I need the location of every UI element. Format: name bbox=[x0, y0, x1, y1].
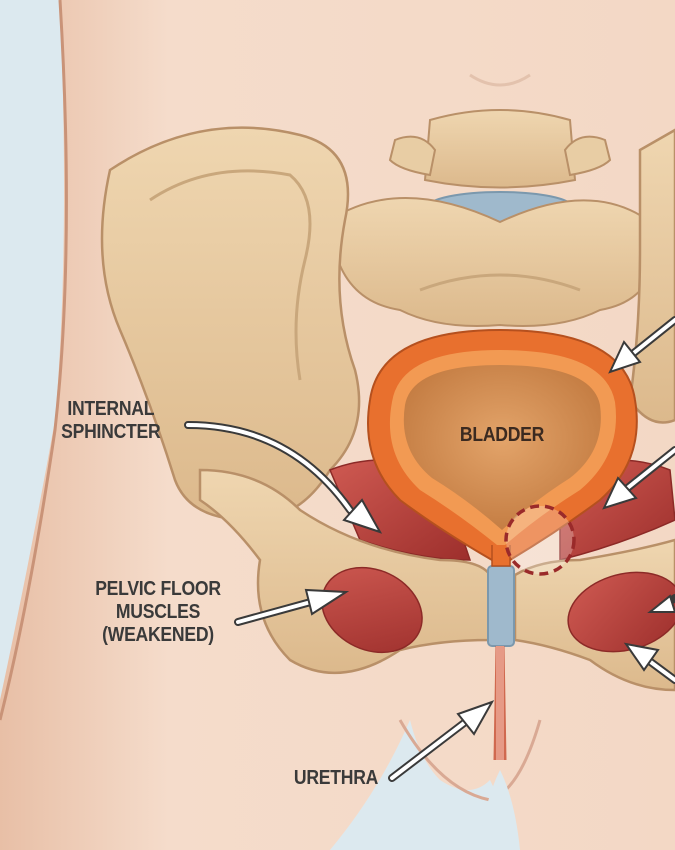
pelvic-floor-muscle-left bbox=[321, 566, 423, 654]
pubic-symphysis bbox=[487, 565, 515, 647]
left-ilium bbox=[100, 126, 361, 522]
label-internal-sphincter: INTERNAL SPHINCTER bbox=[36, 398, 186, 444]
bladder-lumen bbox=[403, 365, 601, 530]
navel-hint bbox=[469, 73, 531, 87]
label-urethra: URETHRA bbox=[293, 767, 379, 789]
leg-gap bbox=[478, 770, 520, 850]
label-pelvic-floor-line2: MUSCLES bbox=[115, 601, 201, 623]
bladder bbox=[367, 328, 638, 567]
label-internal-sphincter-line1: INTERNAL bbox=[67, 398, 155, 420]
label-internal-sphincter-line2: SPHINCTER bbox=[61, 421, 161, 443]
label-pelvic-floor-line3: (WEAKENED) bbox=[102, 624, 214, 646]
dashed-circle-marker bbox=[504, 504, 576, 576]
body-left-edge bbox=[0, 0, 68, 721]
label-pelvic-floor-muscles: PELVIC FLOOR MUSCLES (WEAKENED) bbox=[79, 578, 237, 647]
label-pelvic-floor-line1: PELVIC FLOOR bbox=[95, 578, 221, 600]
arrow-icon bbox=[184, 316, 675, 782]
sacrum bbox=[328, 197, 662, 327]
label-bladder: BLADDER bbox=[459, 424, 545, 446]
